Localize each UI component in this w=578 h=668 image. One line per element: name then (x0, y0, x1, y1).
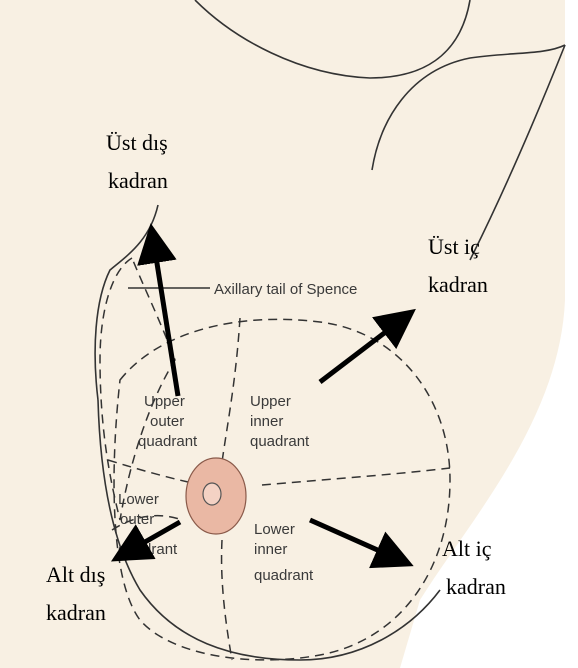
lower-inner-label-line1: Lower (254, 521, 295, 538)
ust-dis-line1: Üst dış (106, 130, 168, 155)
lower-outer-label-line1: Lower (118, 491, 159, 508)
alt-ic-translation: Alt iç kadran (442, 536, 506, 599)
ust-ic-line1: Üst iç (428, 234, 480, 259)
upper-inner-label-line1: Upper (250, 393, 291, 410)
lower-inner-label-line3: quadrant (254, 567, 314, 584)
axillary-tail-label: Axillary tail of Spence (214, 281, 357, 298)
upper-inner-label-line2: inner (250, 413, 283, 430)
lower-outer-label-line2: outer (120, 511, 154, 528)
alt-dis-line2: kadran (46, 600, 106, 625)
ust-dis-line2: kadran (108, 168, 168, 193)
upper-inner-label-line3: quadrant (250, 433, 310, 450)
lower-inner-label-line2: inner (254, 541, 287, 558)
upper-outer-label-line3: quadrant (138, 433, 198, 450)
ust-ic-line2: kadran (428, 272, 488, 297)
nipple (203, 483, 221, 505)
alt-ic-line1: Alt iç (442, 536, 492, 561)
upper-outer-label-line2: outer (150, 413, 184, 430)
alt-ic-line2: kadran (446, 574, 506, 599)
alt-dis-line1: Alt dış (46, 562, 105, 587)
